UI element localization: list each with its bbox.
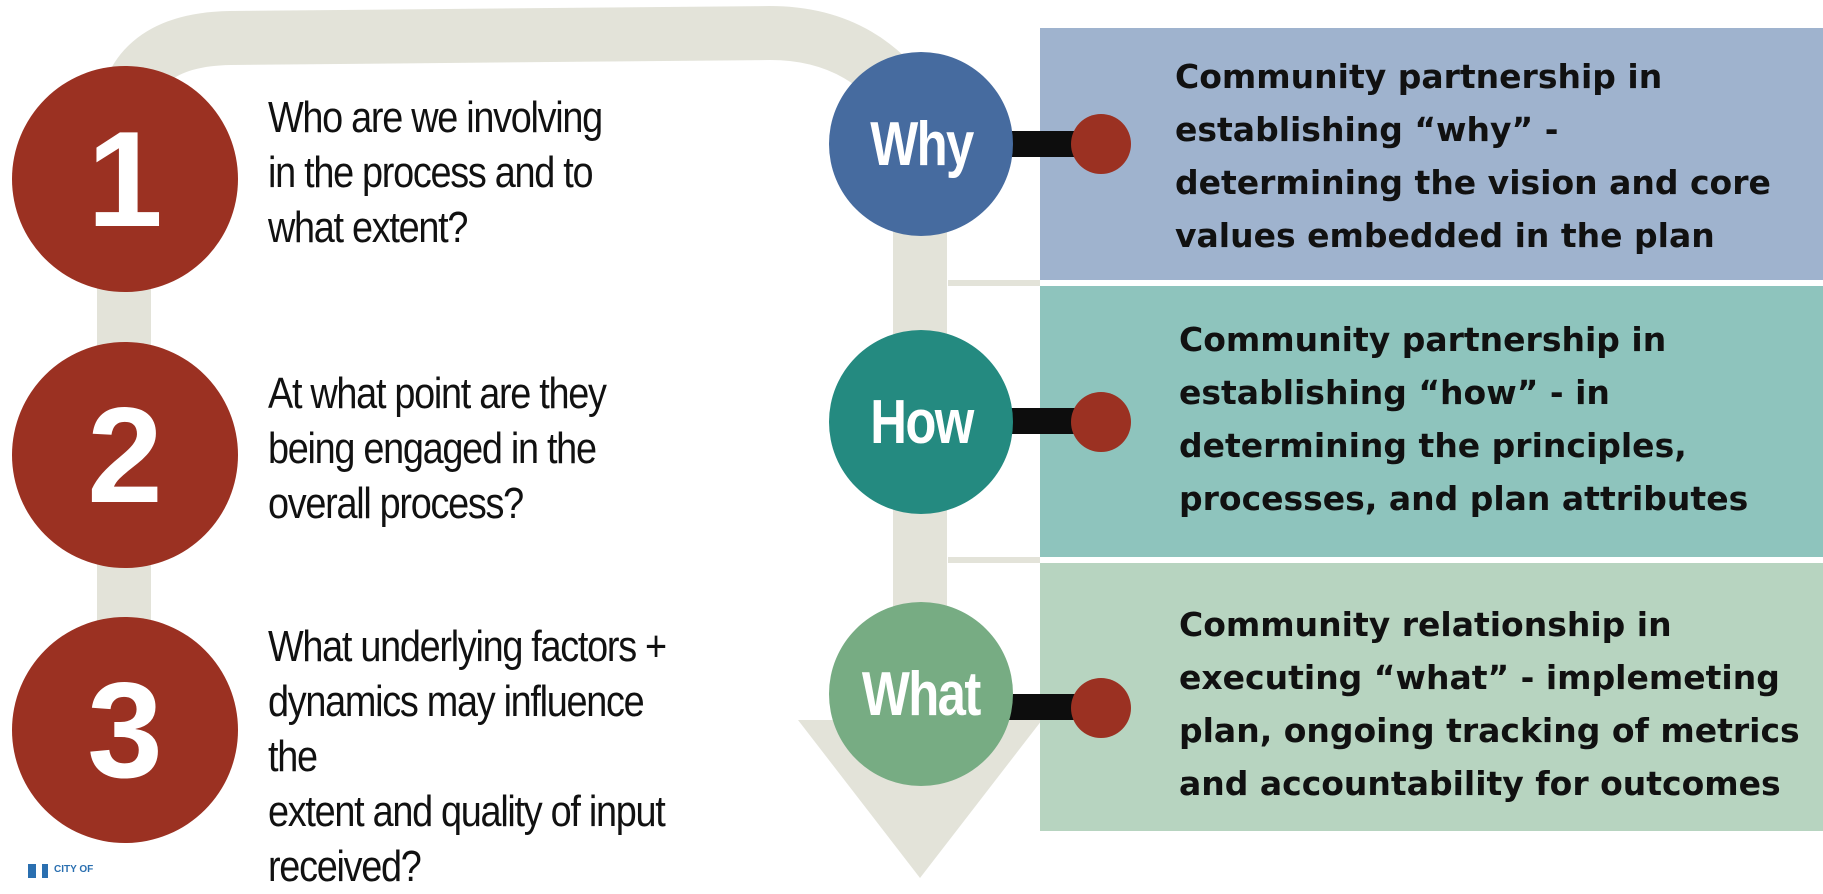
description-line: processes, and plan attributes xyxy=(1179,479,1749,518)
question-line: What underlying factors + xyxy=(268,622,667,671)
step-2-number: 2 xyxy=(87,379,163,531)
question-line: received? xyxy=(268,842,422,891)
how-description: Community partnership in establishing “h… xyxy=(1179,313,1748,525)
logo-text: CITY OF xyxy=(54,864,94,875)
step-1-number-circle: 1 xyxy=(12,66,238,292)
what-label: What xyxy=(862,659,981,729)
step-3-number-circle: 3 xyxy=(12,617,238,843)
step-3-question: What underlying factors + dynamics may i… xyxy=(268,619,698,894)
why-description: Community partnership in establishing “w… xyxy=(1175,50,1771,262)
panel-divider-1 xyxy=(948,280,1040,286)
description-line: values embedded in the plan xyxy=(1175,216,1715,255)
panel-divider-2 xyxy=(948,557,1040,563)
description-line: Community partnership in xyxy=(1175,57,1663,96)
question-line: Who are we involving xyxy=(268,93,603,142)
description-line: Community relationship in xyxy=(1179,605,1672,644)
how-circle: How xyxy=(829,330,1013,514)
logo-mark xyxy=(28,864,36,878)
why-label: Why xyxy=(869,109,974,179)
question-line: dynamics may influence the xyxy=(268,677,645,781)
description-line: plan, ongoing tracking of metrics xyxy=(1179,711,1800,750)
how-panel xyxy=(1040,286,1823,557)
description-line: establishing “how” - in xyxy=(1179,373,1610,412)
description-line: Community partnership in xyxy=(1179,320,1667,359)
logo-mark xyxy=(42,864,48,878)
how-dot xyxy=(1071,392,1131,452)
what-circle: What xyxy=(829,602,1013,786)
how-connector xyxy=(1008,408,1078,434)
what-dot xyxy=(1071,678,1131,738)
step-3-number: 3 xyxy=(87,654,163,806)
city-logo: CITY OF xyxy=(28,864,93,878)
question-line: extent and quality of input xyxy=(268,787,666,836)
why-connector xyxy=(1008,131,1078,157)
why-dot xyxy=(1071,114,1131,174)
step-1-number: 1 xyxy=(87,103,163,255)
step-2-number-circle: 2 xyxy=(12,342,238,568)
description-line: executing “what” - implemeting xyxy=(1179,658,1780,697)
how-label: How xyxy=(869,387,974,457)
what-connector xyxy=(1008,694,1078,720)
question-line: in the process and to xyxy=(268,148,593,197)
what-panel xyxy=(1040,563,1823,831)
question-line: what extent? xyxy=(268,203,468,252)
question-line: At what point are they xyxy=(268,369,607,418)
question-line: being engaged in the xyxy=(268,424,597,473)
description-line: and accountability for outcomes xyxy=(1179,764,1781,803)
description-line: establishing “why” - xyxy=(1175,110,1559,149)
question-line: overall process? xyxy=(268,479,524,528)
description-line: determining the principles, xyxy=(1179,426,1687,465)
step-2-question: At what point are they being engaged in … xyxy=(268,366,698,531)
what-description: Community relationship in executing “wha… xyxy=(1179,598,1800,810)
why-circle: Why xyxy=(829,52,1013,236)
why-panel xyxy=(1040,28,1823,280)
step-1-question: Who are we involving in the process and … xyxy=(268,90,698,255)
description-line: determining the vision and core xyxy=(1175,163,1771,202)
